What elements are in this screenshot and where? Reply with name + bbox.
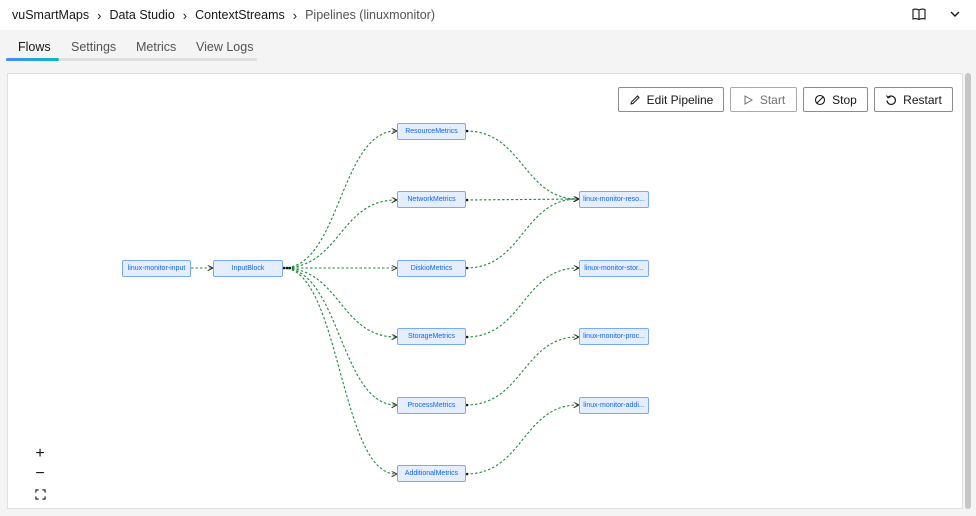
edit-pipeline-label: Edit Pipeline	[646, 92, 714, 107]
node-output-additional[interactable]: linux-monitor-addi...	[579, 397, 649, 414]
vertical-scrollbar[interactable]	[965, 73, 971, 509]
node-storage-metrics[interactable]: StorageMetrics	[397, 328, 466, 345]
chevron-right-icon: ›	[182, 7, 188, 23]
top-bar: vuSmartMaps › Data Studio › ContextStrea…	[0, 0, 976, 30]
chevron-down-icon[interactable]	[948, 7, 962, 21]
stop-icon	[815, 94, 826, 105]
node-network-metrics[interactable]: NetworkMetrics	[397, 191, 466, 208]
start-button[interactable]: Start	[730, 87, 797, 112]
node-diskio-metrics[interactable]: DiskioMetrics	[397, 260, 466, 277]
fit-view-button[interactable]	[30, 484, 50, 504]
breadcrumb: vuSmartMaps › Data Studio › ContextStrea…	[0, 8, 435, 23]
breadcrumb-item-vusmartmaps[interactable]: vuSmartMaps	[12, 8, 90, 22]
node-additional-metrics[interactable]: AdditionalMetrics	[397, 465, 466, 482]
restart-label: Restart	[903, 92, 942, 107]
node-linux-monitor-input[interactable]: linux-monitor-input	[122, 260, 191, 277]
tab-metrics[interactable]: Metrics	[136, 40, 177, 54]
breadcrumb-item-current: Pipelines (linuxmonitor)	[305, 8, 436, 22]
breadcrumb-item-contextstreams[interactable]: ContextStreams	[195, 8, 285, 22]
node-output-storage[interactable]: linux-monitor-stor...	[579, 260, 649, 277]
stop-button[interactable]: Stop	[803, 87, 868, 112]
tab-active-indicator	[6, 58, 59, 61]
chevron-right-icon: ›	[97, 7, 102, 23]
start-label: Start	[759, 92, 786, 107]
node-resource-metrics[interactable]: ResourceMetrics	[397, 123, 466, 140]
restart-icon	[886, 94, 897, 105]
book-icon[interactable]	[912, 7, 926, 21]
pencil-icon	[629, 94, 640, 105]
zoom-out-button[interactable]: −	[35, 465, 45, 482]
play-icon	[744, 94, 753, 105]
breadcrumb-item-data-studio[interactable]: Data Studio	[109, 8, 175, 22]
restart-button[interactable]: Restart	[874, 87, 953, 112]
tab-bar	[0, 30, 976, 62]
tab-settings[interactable]: Settings	[71, 40, 117, 54]
node-output-resource[interactable]: linux-monitor-reso...	[579, 191, 649, 208]
zoom-controls: + −	[30, 444, 50, 504]
fit-view-icon	[34, 488, 46, 500]
chevron-right-icon: ›	[292, 7, 298, 23]
tab-view-logs[interactable]: View Logs	[196, 40, 254, 54]
node-process-metrics[interactable]: ProcessMetrics	[397, 397, 466, 414]
node-input-block[interactable]: InputBlock	[213, 260, 283, 277]
flow-canvas[interactable]	[7, 73, 963, 509]
tab-underline-track	[6, 58, 257, 61]
stop-label: Stop	[832, 92, 857, 107]
zoom-in-button[interactable]: +	[35, 445, 45, 462]
tab-flows[interactable]: Flows	[18, 40, 51, 54]
edit-pipeline-button[interactable]: Edit Pipeline	[618, 87, 724, 112]
node-output-process[interactable]: linux-monitor-proc...	[579, 328, 649, 345]
